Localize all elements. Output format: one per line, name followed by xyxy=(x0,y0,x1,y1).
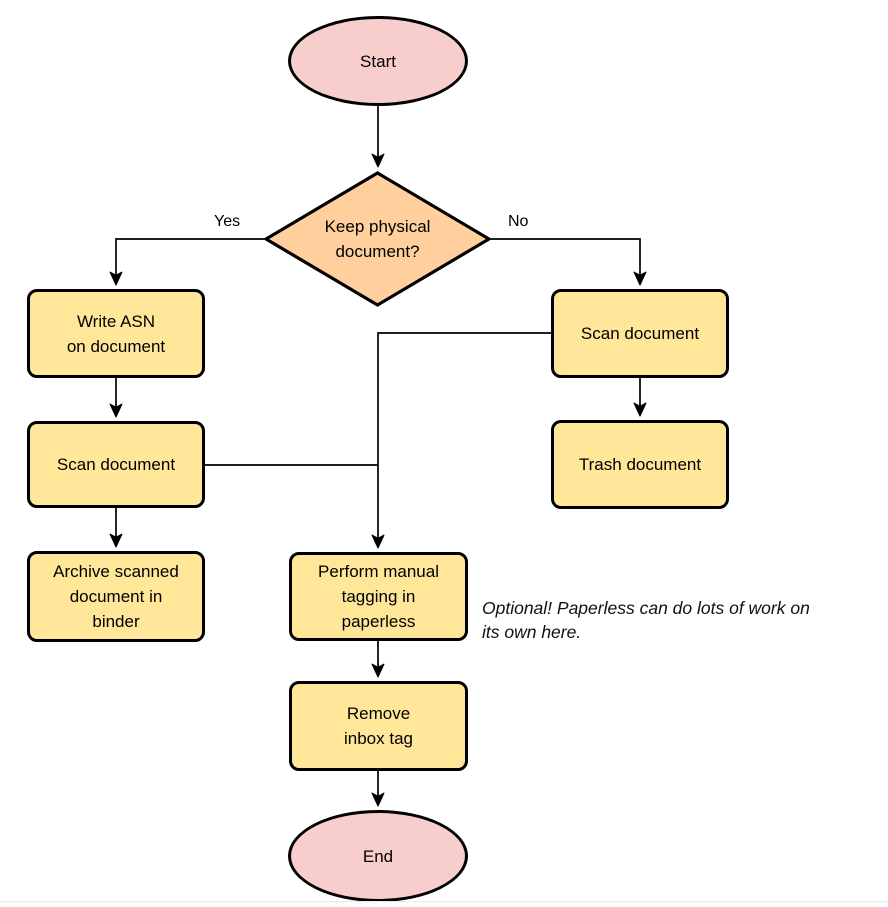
node-remove-inbox: Remove inbox tag xyxy=(289,681,468,771)
annotation-note: Optional! Paperless can do lots of work … xyxy=(482,598,810,642)
node-write-asn-label: Write ASN on document xyxy=(66,311,166,356)
edge-scan-right-tagging xyxy=(371,332,551,549)
edge-decision-scan-right xyxy=(491,238,647,286)
node-tagging: Perform manual tagging in paperless xyxy=(289,552,468,641)
edge-label-no: No xyxy=(506,213,531,231)
page-bottom-divider xyxy=(0,901,888,902)
node-trash-label: Trash document xyxy=(578,455,702,474)
node-end: End xyxy=(288,810,468,902)
node-tagging-label: Perform manual tagging in paperless xyxy=(318,562,439,631)
node-start-label: Start xyxy=(360,51,396,71)
node-remove-inbox-label: Remove inbox tag xyxy=(344,704,413,748)
page-bottom-margin xyxy=(0,902,888,907)
node-decision: Keep physical document? xyxy=(264,171,491,307)
edge-decision-write-asn xyxy=(109,238,264,286)
node-scan-right-label: Scan document xyxy=(580,324,700,343)
node-archive-label: Archive scanned document in binder xyxy=(53,562,179,631)
node-archive: Archive scanned document in binder xyxy=(27,551,205,642)
node-end-label: End xyxy=(362,846,394,866)
node-start: Start xyxy=(288,16,468,106)
node-scan-right: Scan document xyxy=(551,289,729,378)
node-decision-label: Keep physical document? xyxy=(324,217,431,261)
node-scan-left-label: Scan document xyxy=(56,455,176,474)
diamond-shape-icon xyxy=(264,171,491,307)
node-scan-left: Scan document xyxy=(27,421,205,508)
node-trash: Trash document xyxy=(551,420,729,509)
node-write-asn: Write ASN on document xyxy=(27,289,205,378)
edge-label-yes: Yes xyxy=(212,213,243,231)
